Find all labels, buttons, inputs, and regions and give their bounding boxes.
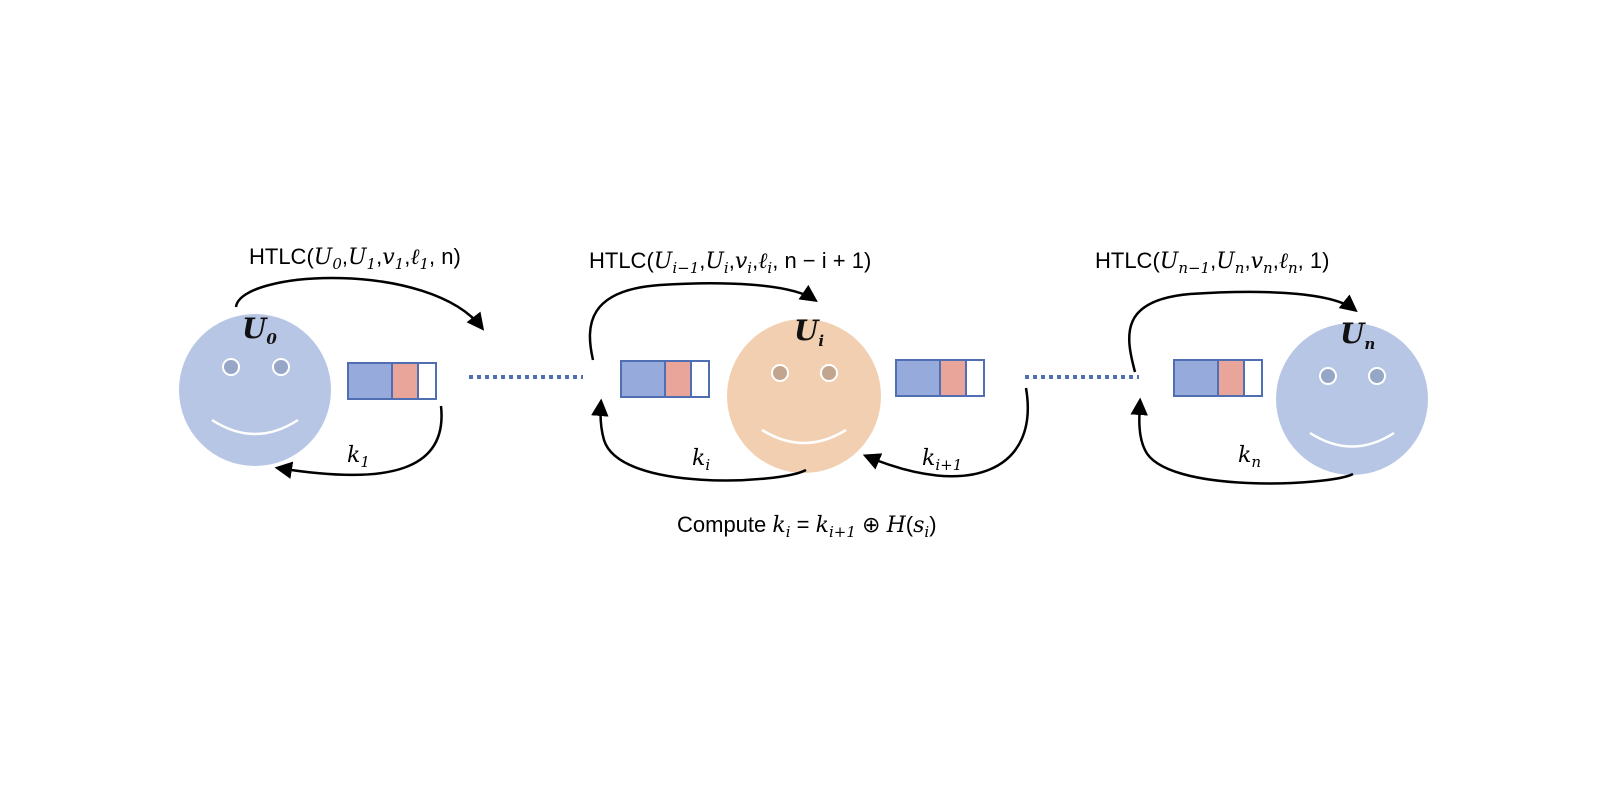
key-arrow-ki: [591, 398, 807, 482]
htlc-label-3: HTLC(Un−1,Un,vn,ℓn, 1): [1095, 248, 1329, 277]
buffer-cell-blue: [895, 359, 941, 397]
buffer-cell-red: [664, 360, 692, 398]
buffer-cell-blue: [347, 362, 393, 400]
channel-buffer-3: [895, 359, 985, 397]
node-un-right-eye-icon: [1368, 367, 1386, 385]
buffer-cell-blue: [1173, 359, 1219, 397]
node-u0: U0: [179, 312, 331, 466]
key-arrow-k1: [274, 405, 443, 479]
buffer-cell-empty: [417, 362, 437, 400]
node-ui-right-eye-icon: [820, 364, 838, 382]
node-un-face: [1276, 323, 1428, 475]
buffer-cell-empty: [690, 360, 710, 398]
compute-formula: Compute ki = ki+1 ⊕ H(si): [677, 512, 937, 541]
node-ui-smile-icon: [761, 428, 847, 445]
key-label-ki1: ki+1: [922, 446, 962, 474]
node-ui-face: [727, 319, 881, 473]
channel-buffer-1: [347, 362, 437, 400]
buffer-cell-blue: [620, 360, 666, 398]
node-u0-right-eye-icon: [272, 358, 290, 376]
htlc-label-1: HTLC(U0,U1,v1,ℓ1, n): [249, 244, 461, 273]
htlc-arrow-2: [588, 282, 818, 361]
key-label-ki: ki: [692, 446, 710, 474]
key-label-k1: k1: [347, 443, 370, 471]
channel-buffer-4: [1173, 359, 1263, 397]
key-arrow-kn: [1130, 397, 1354, 485]
node-u0-smile-icon: [211, 418, 299, 436]
buffer-cell-red: [939, 359, 967, 397]
buffer-cell-red: [1217, 359, 1245, 397]
key-arrow-ki1: [862, 387, 1029, 478]
key-label-kn: kn: [1238, 443, 1261, 471]
node-un-left-eye-icon: [1319, 367, 1337, 385]
buffer-cell-red: [391, 362, 419, 400]
node-u0-face: [179, 314, 331, 466]
node-ui-label: Ui: [794, 314, 824, 350]
buffer-cell-empty: [1243, 359, 1263, 397]
node-u0-left-eye-icon: [222, 358, 240, 376]
htlc-label-2: HTLC(Ui−1,Ui,vi,ℓi, n − i + 1): [589, 248, 871, 277]
node-un-label: Un: [1340, 317, 1375, 353]
buffer-cell-empty: [965, 359, 985, 397]
node-un: Un: [1276, 317, 1428, 475]
htlc-arrow-1: [234, 276, 485, 331]
node-ui-left-eye-icon: [771, 364, 789, 382]
node-ui: Ui: [727, 314, 881, 473]
node-u0-label: U0: [242, 312, 277, 348]
channel-buffer-2: [620, 360, 710, 398]
node-un-smile-icon: [1309, 431, 1395, 448]
htlc-arrow-3: [1128, 290, 1358, 373]
